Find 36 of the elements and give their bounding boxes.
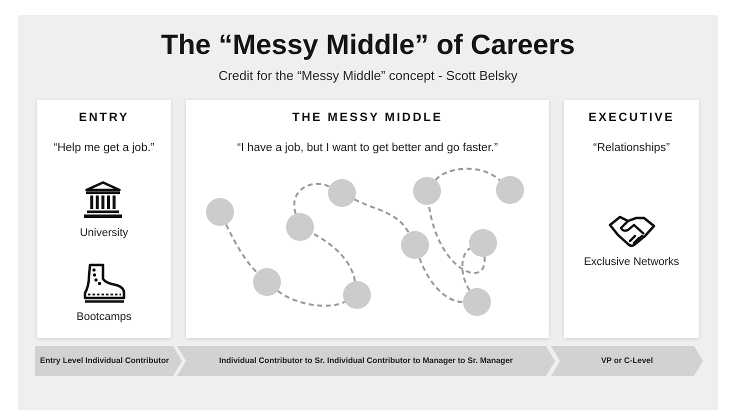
- stage-banner: Individual Contributor to Sr. Individual Contributor to Manager to Sr. Manager: [177, 346, 555, 376]
- dashed-connector: [354, 198, 410, 234]
- dashed-connector: [312, 232, 356, 282]
- dashed-connector: [428, 204, 486, 274]
- dashed-connector: [418, 258, 464, 303]
- dashed-connector: [277, 290, 346, 307]
- dashed-connector: [225, 224, 258, 273]
- panel-heading: EXECUTIVE: [588, 110, 674, 124]
- dashed-connector: [293, 182, 330, 214]
- panel-heading: THE MESSY MIDDLE: [292, 110, 443, 124]
- dashed-connector: [461, 248, 471, 291]
- icon-caption: Exclusive Networks: [584, 256, 680, 269]
- icon-caption: University: [80, 227, 128, 240]
- circle-node: [413, 177, 441, 205]
- dashed-connector: [434, 168, 500, 182]
- column-panel: [564, 100, 699, 338]
- icon-caption: Bootcamps: [76, 311, 132, 324]
- quote-text: “I have a job, but I want to get better and go faster.”: [237, 141, 498, 155]
- circle-node: [253, 268, 281, 296]
- column-panel: [186, 100, 549, 338]
- title: The “Messy Middle” of Careers: [161, 29, 575, 61]
- circle-node: [286, 213, 314, 241]
- circle-node: [328, 179, 356, 207]
- circle-node: [343, 281, 371, 309]
- stage-banner: VP or C-Level: [551, 346, 703, 376]
- circle-node: [206, 198, 234, 226]
- quote-text: “Help me get a job.”: [54, 141, 154, 155]
- panel-heading: ENTRY: [78, 110, 130, 124]
- circle-node: [496, 176, 524, 204]
- stage-banner: Entry Level Individual Contributor: [35, 346, 182, 376]
- circle-node: [463, 288, 491, 316]
- quote-text: “Relationships”: [593, 141, 670, 155]
- subtitle: Credit for the “Messy Middle” concept - Scott Belsky: [218, 68, 518, 82]
- circle-node: [469, 229, 497, 257]
- circle-node: [401, 231, 429, 259]
- column-panel: [37, 100, 171, 338]
